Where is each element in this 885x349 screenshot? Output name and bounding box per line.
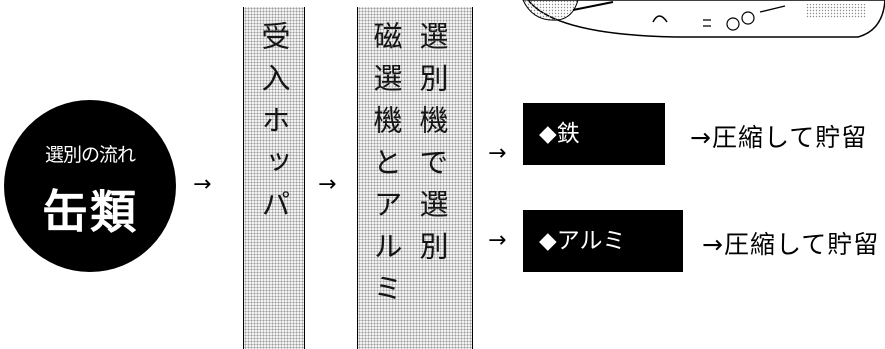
hopper-box: 受入ホッパ <box>243 7 305 349</box>
aluminum-output-label: ◆アルミ <box>539 228 626 254</box>
aluminum-output-box: ◆アルミ <box>523 210 683 272</box>
start-node: 選別の流れ 缶類 <box>4 100 176 272</box>
iron-result-text: →圧縮して貯留 <box>690 123 868 152</box>
start-title: 缶類 <box>42 185 138 239</box>
cartoon-illustration <box>522 0 885 38</box>
arrow-4: → <box>488 228 507 253</box>
arrow-2: → <box>318 172 337 197</box>
separator-label-line2: 磁選機とアルミ <box>369 21 403 315</box>
iron-output-label: ◆鉄 <box>539 121 580 147</box>
aluminum-result-text: →圧縮して貯留 <box>702 230 880 259</box>
iron-output-box: ◆鉄 <box>523 103 665 165</box>
separator-box: 選別機で選別 磁選機とアルミ <box>357 7 473 349</box>
arrow-3: → <box>488 141 507 166</box>
separator-label-line1: 選別機で選別 <box>415 21 449 273</box>
start-subtitle: 選別の流れ <box>44 144 136 166</box>
arrow-1: → <box>193 172 212 197</box>
hopper-label: 受入ホッパ <box>257 21 291 231</box>
